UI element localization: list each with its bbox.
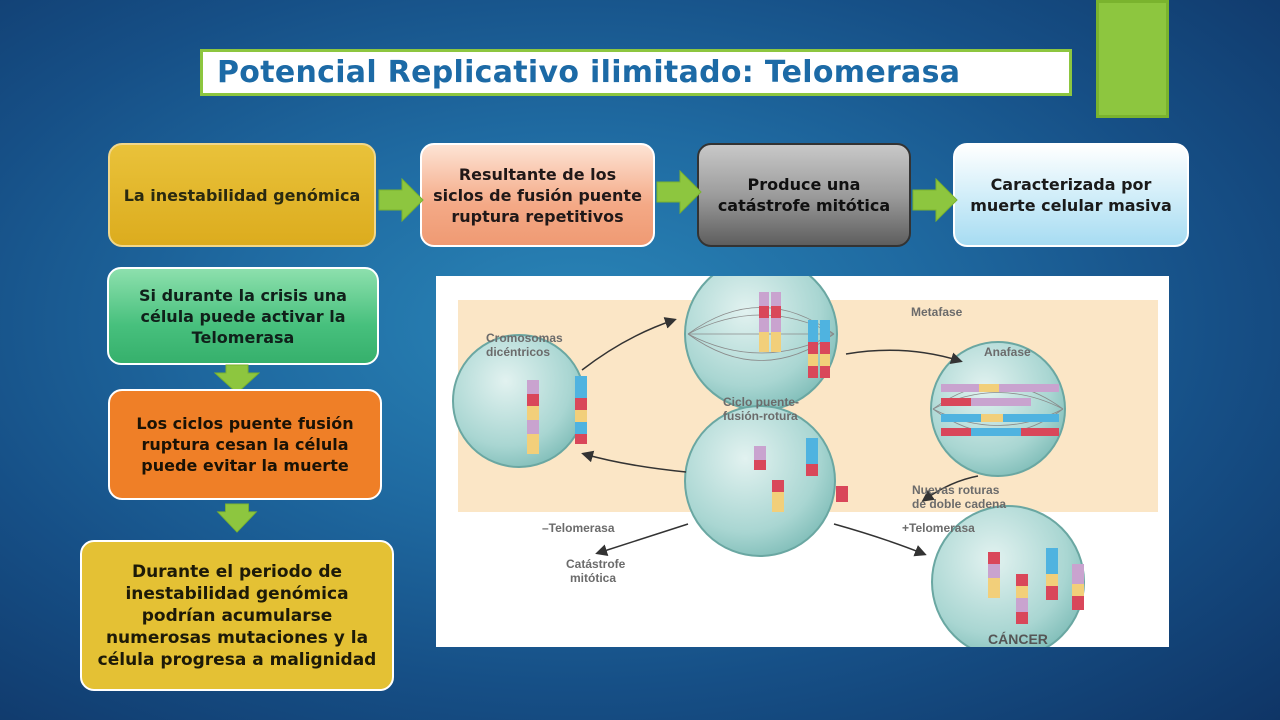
side-box-3-text: Durante el periodo de inestabilidad genó… xyxy=(97,561,377,670)
label-catastrofe-1: Catástrofe xyxy=(566,557,626,571)
flow-step-4: Caracterizada por muerte celular masiva xyxy=(953,143,1189,247)
chromosomes-new-breaks xyxy=(754,438,848,512)
right-arrow-icon xyxy=(912,178,958,222)
cell-new-breaks xyxy=(684,405,836,557)
label-metafase: Metafase xyxy=(911,305,963,319)
chromosomes-dicentric xyxy=(527,376,587,454)
flow-step-2: Resultante de los siclos de fusión puent… xyxy=(420,143,655,247)
flow-step-4-text: Caracterizada por muerte celular masiva xyxy=(970,175,1172,215)
label-cromosomas-2: dicéntricos xyxy=(486,345,550,359)
side-box-3: Durante el periodo de inestabilidad genó… xyxy=(80,540,394,691)
chromosomes-cancer xyxy=(988,548,1084,624)
flow-step-1: La inestabilidad genómica xyxy=(108,143,376,247)
flow-step-3-text: Produce una catástrofe mitótica xyxy=(717,175,891,215)
label-ciclo-2: fusión-rotura xyxy=(723,409,798,423)
title-box: Potencial Replicativo ilimitado: Telomer… xyxy=(200,49,1072,96)
side-box-2-text: Los ciclos puente fusión ruptura cesan l… xyxy=(136,414,354,475)
slide-title: Potencial Replicativo ilimitado: Telomer… xyxy=(217,55,961,90)
side-box-1-text: Si durante la crisis una célula puede ac… xyxy=(139,285,347,347)
accent-bar xyxy=(1096,0,1169,118)
breakage-fusion-bridge-figure: Metafase Anafase Cromosomas dicéntricos … xyxy=(436,276,1169,647)
down-arrow-icon xyxy=(216,503,258,533)
chromosomes-anaphase xyxy=(941,384,1059,436)
label-plus-telomerasa: +Telomerasa xyxy=(902,521,975,535)
label-nuevas-2: de doble cadena xyxy=(912,497,1006,511)
flow-step-3: Produce una catástrofe mitótica xyxy=(697,143,911,247)
label-minus-telomerasa: –Telomerasa xyxy=(542,521,615,535)
down-arrow-icon xyxy=(214,364,260,394)
chromosomes-metaphase xyxy=(759,292,830,378)
label-nuevas-1: Nuevas roturas xyxy=(912,483,1000,497)
label-cancer: CÁNCER xyxy=(988,631,1048,647)
cell-anaphase xyxy=(930,341,1066,477)
right-arrow-icon xyxy=(378,178,424,222)
cycle-arrows xyxy=(581,317,979,557)
flow-step-1-text: La inestabilidad genómica xyxy=(123,185,361,205)
right-arrow-icon xyxy=(656,170,702,214)
label-catastrofe-2: mitótica xyxy=(570,571,616,585)
label-cromosomas-1: Cromosomas xyxy=(486,331,563,345)
side-box-2: Los ciclos puente fusión ruptura cesan l… xyxy=(108,389,382,500)
side-box-1: Si durante la crisis una célula puede ac… xyxy=(107,267,379,365)
label-anafase: Anafase xyxy=(984,345,1031,359)
label-ciclo-1: Ciclo puente- xyxy=(723,395,799,409)
flow-step-2-text: Resultante de los siclos de fusión puent… xyxy=(433,164,642,226)
